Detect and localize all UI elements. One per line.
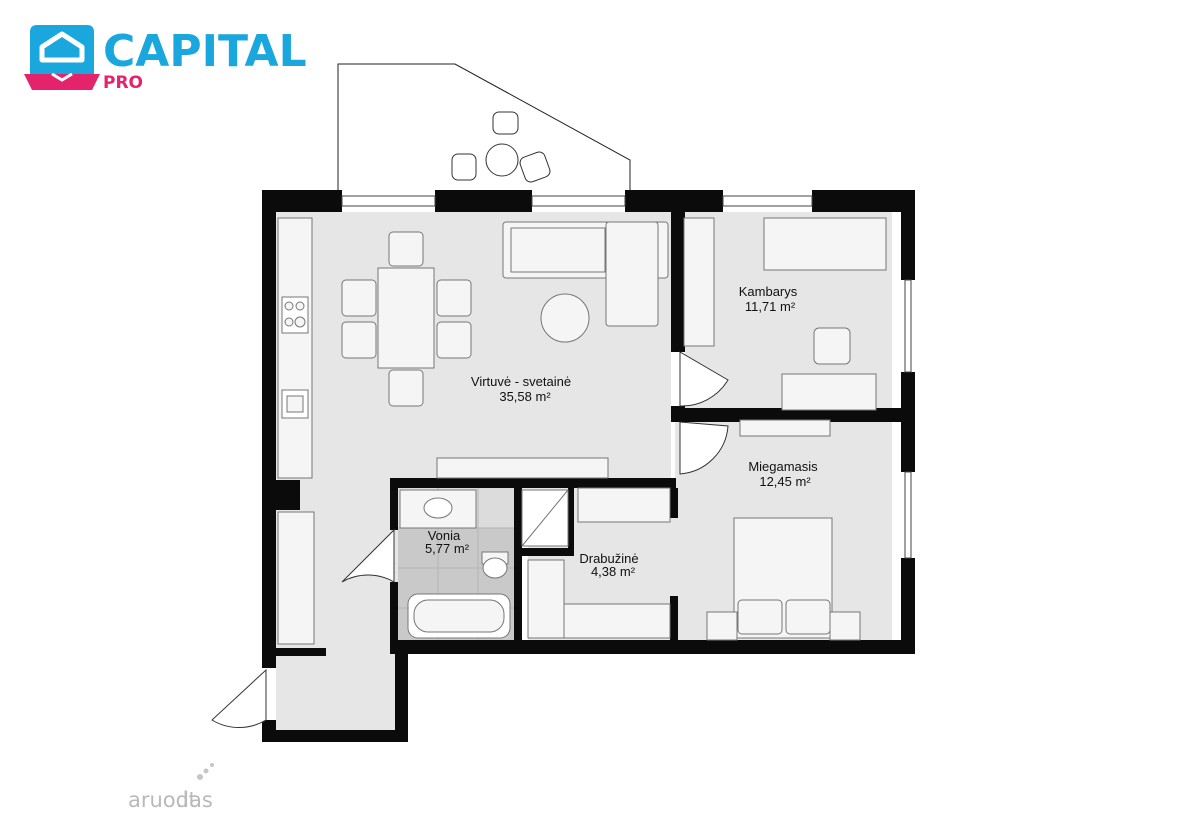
room-name: Miegamasis xyxy=(748,459,818,474)
watermark-text: aruodas xyxy=(128,788,213,812)
door-vonia xyxy=(341,528,395,583)
room-area: 4,38 m² xyxy=(591,564,636,579)
door-kambarys xyxy=(679,351,729,407)
balcony xyxy=(337,63,631,190)
furniture xyxy=(277,217,887,645)
balcony-table-set xyxy=(451,111,551,183)
shower-icon xyxy=(521,489,569,547)
room-area: 12,45 m² xyxy=(759,474,811,489)
room-name: Kambarys xyxy=(739,284,798,299)
brand-name: CAPITAL xyxy=(103,26,307,77)
house-icon xyxy=(24,25,100,90)
room-name: Drabužinė xyxy=(579,551,638,566)
cooktop-icon xyxy=(281,296,309,334)
walls xyxy=(262,190,915,742)
toilet-icon xyxy=(481,551,509,579)
bathtub-icon xyxy=(407,593,511,639)
brand-sub: PRO xyxy=(103,73,143,93)
room-miegamasis: Miegamasis 12,45 m² xyxy=(748,459,818,489)
doors xyxy=(211,351,729,729)
room-area: 5,77 m² xyxy=(425,541,470,556)
room-vonia: Vonia 5,77 m² xyxy=(425,528,470,556)
watermark-suffix: .lt xyxy=(176,788,197,812)
room-area: 11,71 m² xyxy=(745,299,796,314)
washbasin-icon xyxy=(399,489,477,529)
door-miegamasis xyxy=(679,421,729,475)
door-entrance xyxy=(211,668,267,729)
room-name: Vonia xyxy=(428,528,461,543)
watermark: aruodas .lt xyxy=(128,763,214,812)
windows xyxy=(341,195,912,559)
room-area: 35,58 m² xyxy=(499,389,551,404)
room-name: Virtuvė - svetainė xyxy=(471,374,571,389)
room-drabuzine: Drabužinė 4,38 m² xyxy=(579,551,638,579)
brand-logo: CAPITAL PRO xyxy=(24,25,307,93)
kitchen-sink-icon xyxy=(281,389,309,419)
room-kitchen-living: Virtuvė - svetainė 35,58 m² xyxy=(471,374,571,404)
chimney-icon xyxy=(197,763,214,780)
room-kambarys: Kambarys 11,71 m² xyxy=(739,284,798,314)
room-labels: Virtuvė - svetainė 35,58 m² Kambarys 11,… xyxy=(425,284,818,579)
